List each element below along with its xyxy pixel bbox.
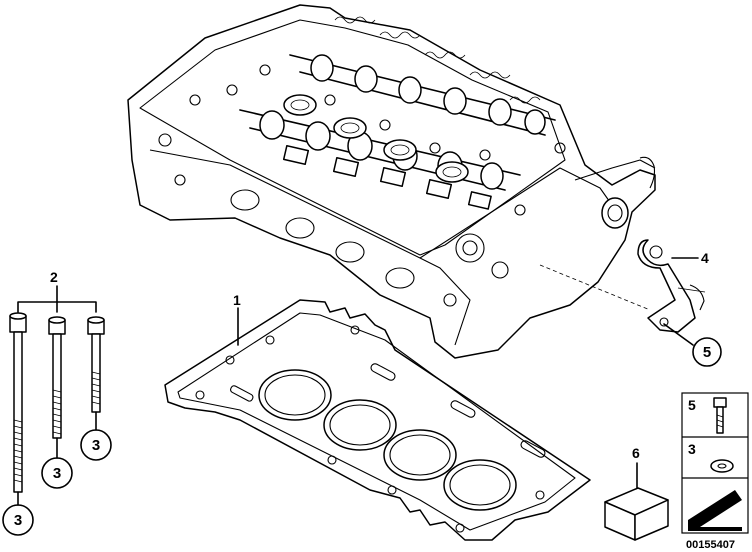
- washer-icon: [710, 459, 734, 473]
- bracket: [637, 239, 706, 333]
- callout-3c-circle: [80, 429, 112, 461]
- ports: [158, 133, 509, 307]
- callout-3c: 3: [92, 437, 100, 454]
- bolt-middle: [48, 316, 66, 439]
- callout-5: 5: [703, 344, 711, 361]
- legend-washer-number: 3: [688, 441, 696, 457]
- pulley-boss: [574, 156, 656, 229]
- parts-legend: 5 3: [681, 392, 749, 534]
- callout-2: 2: [50, 269, 58, 285]
- callout-6: 6: [632, 445, 640, 461]
- plug-wells: [283, 94, 469, 183]
- bolt-short: [87, 316, 105, 413]
- screw-icon: [713, 397, 727, 434]
- document-number: 00155407: [686, 539, 735, 551]
- valve-springs: [334, 16, 541, 104]
- callout-3a-circle: [2, 504, 34, 536]
- cylinder-head: [127, 4, 656, 359]
- callout-3a: 3: [14, 512, 22, 529]
- callout-4: 4: [701, 250, 709, 266]
- arrow-icon: [688, 490, 742, 531]
- assembly-leader: [539, 264, 651, 311]
- legend-screw-number: 5: [688, 397, 696, 413]
- bolt-long: [9, 312, 27, 493]
- box-icon: [604, 487, 669, 541]
- bearing-caps: [282, 144, 492, 210]
- head-gasket: [164, 299, 591, 541]
- leader-5: [663, 323, 694, 346]
- leader-2: [17, 285, 97, 313]
- callout-5-circle: [692, 337, 722, 367]
- callout-3b-circle: [41, 457, 73, 489]
- callout-1: 1: [233, 292, 241, 308]
- head-bolts-top: [189, 64, 566, 216]
- callout-3b: 3: [53, 465, 61, 482]
